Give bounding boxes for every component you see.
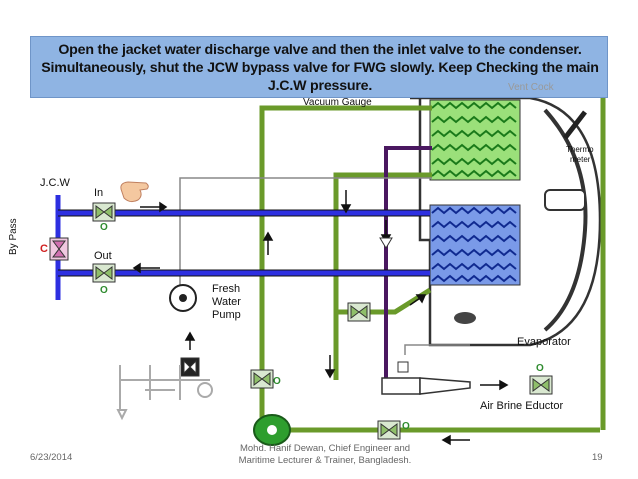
- footer-page-number: 19: [592, 452, 603, 463]
- footer-author: Mohd. Hanif Dewan, Chief Engineer and Ma…: [220, 443, 430, 467]
- eductor-valve-state-label: O: [536, 363, 544, 374]
- valves: [49, 202, 553, 440]
- in-label: In: [94, 187, 104, 199]
- out-valve-state-label: O: [100, 285, 108, 296]
- instruction-line-3: J.C.W pressure.: [267, 78, 373, 94]
- evaporator-label: Evaporator: [517, 336, 571, 348]
- bypass-valve-state-label: C: [40, 243, 48, 255]
- circulating-pump: [253, 414, 291, 446]
- thermometer-label-line-2: meter: [570, 155, 591, 164]
- drain-plug: [454, 312, 476, 324]
- thermometer-label-line-1: Thermo: [566, 145, 594, 154]
- fresh-water-pump-label-line-1: Fresh: [212, 283, 241, 295]
- thermometer-pocket: [544, 189, 586, 211]
- fresh-water-pipes: [259, 98, 606, 433]
- bottom-valve-state-label: O: [402, 421, 410, 432]
- hand-pointer-icon: [120, 181, 149, 203]
- condenser-coil: [429, 99, 521, 181]
- eductor-valve: [529, 375, 553, 395]
- air-brine-eductor-label: Air Brine Eductor: [480, 400, 564, 412]
- vacuum-line-pipe: [384, 146, 432, 390]
- instruction-text: Open the jacket water discharge valve an…: [31, 41, 609, 95]
- pump-discharge-valve-state-label: O: [273, 376, 281, 387]
- fresh-water-pump-label-line-2: Water: [212, 296, 241, 308]
- instruction-banner: Open the jacket water discharge valve an…: [30, 36, 608, 98]
- bypass-valve: [49, 237, 69, 261]
- pump-discharge-valve: [250, 369, 274, 389]
- footer-author-line-1: Mohd. Hanif Dewan, Chief Engineer and: [239, 443, 411, 454]
- fresh-water-pump-label-line-3: Pump: [212, 309, 241, 321]
- footer-date: 6/23/2014: [30, 452, 73, 463]
- pump-suction-valve: [180, 357, 200, 377]
- dosing-unit: [116, 365, 213, 421]
- jcw-inlet-valve: [92, 202, 116, 222]
- heater-coil: [429, 204, 521, 286]
- bottom-line-valve: [377, 420, 401, 440]
- out-label: Out: [94, 250, 112, 262]
- vent-cock-label: Vent Cock: [508, 82, 554, 93]
- footer-author-line-2: Maritime Lecturer & Trainer, Bangladesh.: [238, 455, 412, 466]
- thermometer-label: Thermo meter: [566, 145, 594, 165]
- jcw-label: J.C.W: [40, 177, 70, 189]
- jcw-pipe-outline: [58, 209, 430, 277]
- thermometer-stem: [563, 110, 587, 140]
- instruction-line-2: Simultaneously, shut the JCW bypass valv…: [41, 60, 599, 76]
- vacuum-valve: [379, 237, 393, 249]
- distillate-valve: [347, 302, 371, 322]
- flow-arrows: [132, 190, 509, 446]
- bypass-label: By Pass: [8, 218, 19, 255]
- in-valve-state-label: O: [100, 222, 108, 233]
- vacuum-gauge-label: Vacuum Gauge: [303, 97, 372, 108]
- instruction-line-1: Open the jacket water discharge valve an…: [58, 42, 582, 58]
- air-brine-eductor: [381, 361, 471, 395]
- fresh-water-pump-label: Fresh Water Pump: [212, 283, 241, 322]
- jcw-outlet-valve: [92, 263, 116, 283]
- fresh-water-pump: [169, 284, 197, 312]
